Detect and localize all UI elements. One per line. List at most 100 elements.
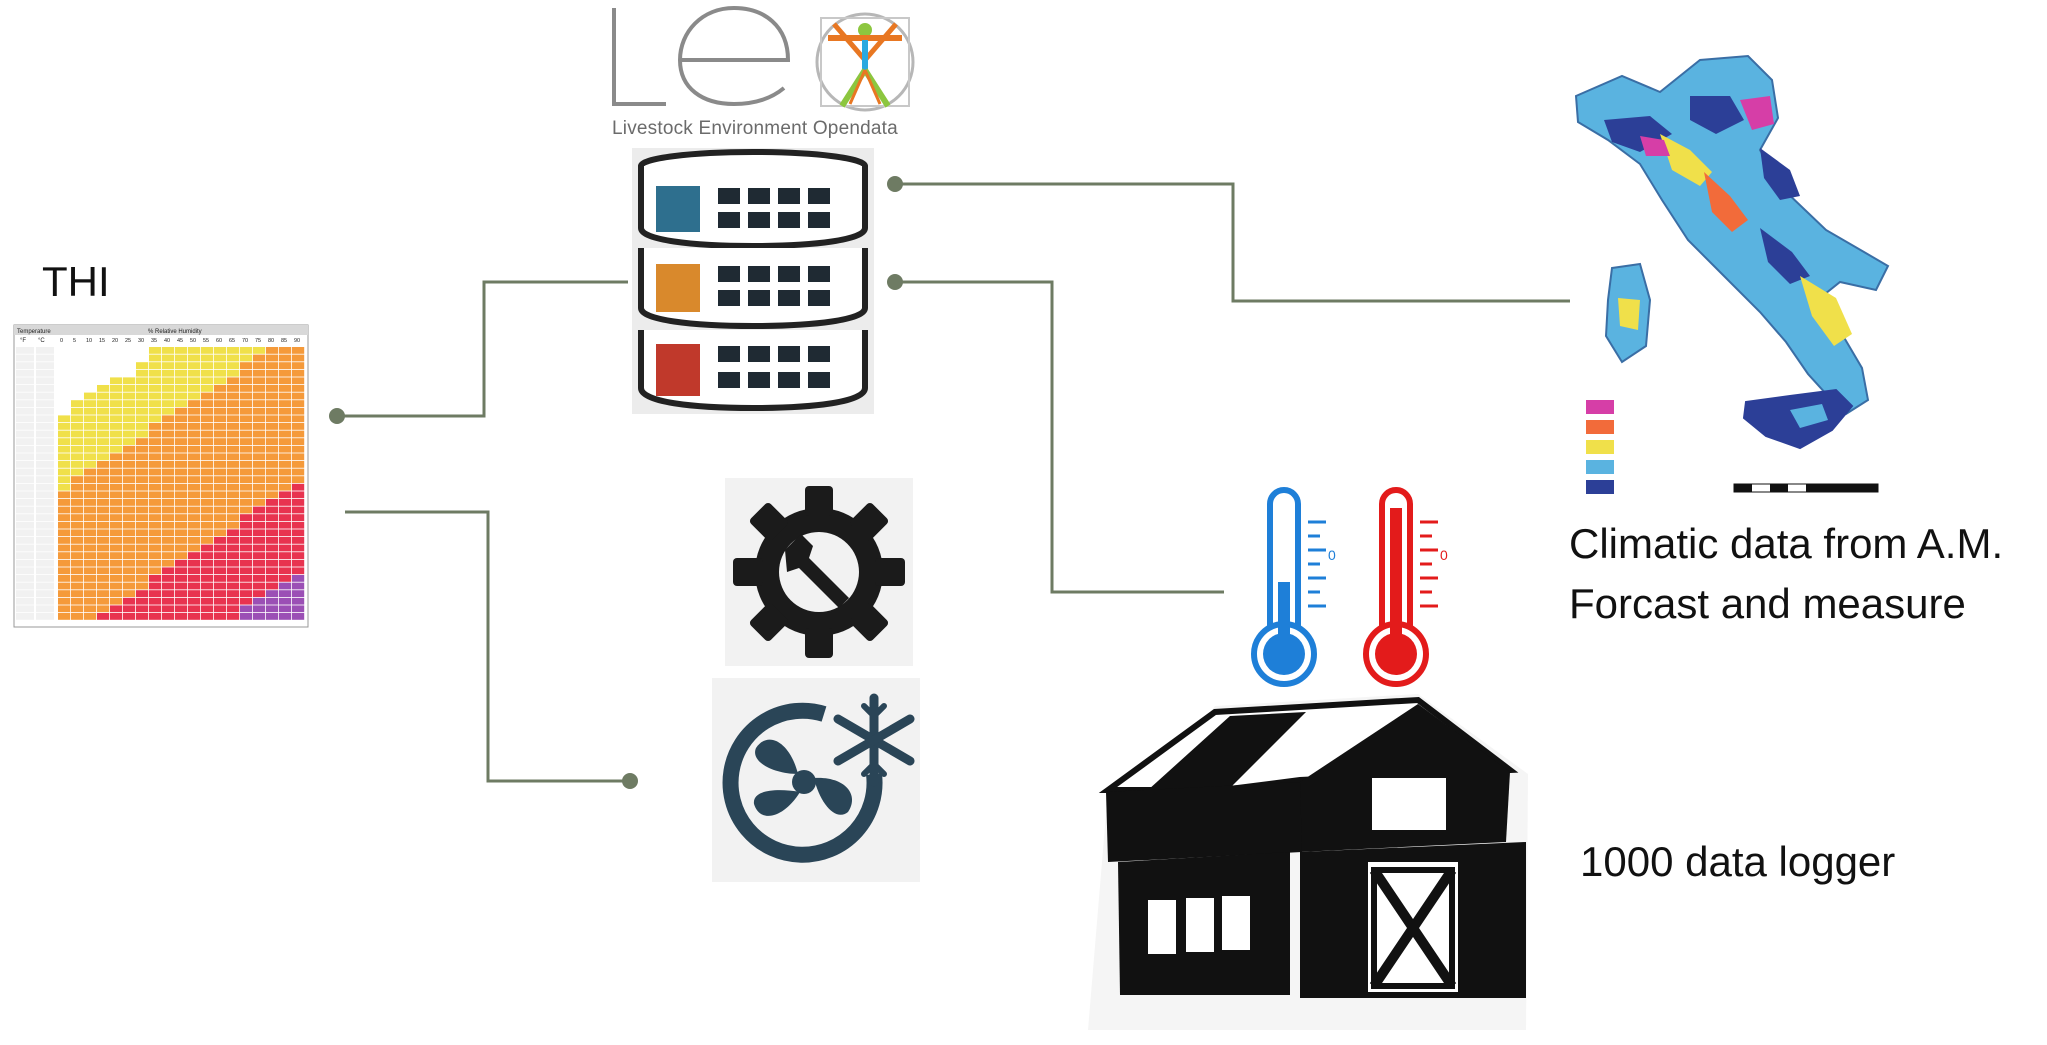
thi-cell [240,590,253,597]
thi-cell [266,597,279,605]
thi-cell [188,582,201,590]
thi-cell [266,567,279,575]
thi-cell [201,347,214,354]
thi-cell [266,377,279,385]
thi-cell [97,514,110,521]
thi-cell [279,369,292,377]
thi-temp-cell [16,483,34,491]
thi-cell [240,430,253,438]
thi-cell [162,392,175,400]
thi-cell [149,552,162,559]
thi-cell [71,392,84,400]
thi-cell [253,506,266,514]
thi-cell [84,362,97,369]
thi-cell [71,605,84,613]
thi-cell [240,468,253,476]
thi-temp-cell [36,575,54,582]
thi-cell [84,567,97,575]
thi-cell [188,559,201,567]
thi-cell [58,423,71,430]
thi-cell [175,529,188,537]
thi-cell [227,453,240,461]
thi-cell [110,567,123,575]
thi-cell [175,491,188,499]
thi-cell [240,559,253,567]
thi-cell [175,499,188,506]
data-logger-caption: 1000 data logger [1580,838,1896,885]
thi-cell [162,514,175,521]
thi-temp-cell [36,407,54,415]
thi-cell [227,430,240,438]
thi-cell [227,544,240,552]
thi-cell [227,613,240,620]
thi-temp-cell [16,354,34,362]
thi-cell [201,529,214,537]
thi-cell [84,369,97,377]
thi-cell [214,605,227,613]
thi-rh-column-label: 15 [99,338,105,344]
thi-cell [84,575,97,582]
thi-cell [110,400,123,407]
thi-cell [71,415,84,423]
thi-cell [240,476,253,483]
thi-rh-column-label: 0 [60,338,63,344]
thi-cell [123,415,136,423]
thi-cell [240,514,253,521]
thi-cell [188,521,201,529]
thi-cell [175,468,188,476]
thi-cell [71,430,84,438]
thi-cell [123,354,136,362]
thi-cell [136,400,149,407]
thi-cell [201,483,214,491]
thi-cell [175,476,188,483]
thi-rh-column-label: 30 [138,338,144,344]
thi-temp-cell [16,347,34,354]
thi-cell [84,438,97,445]
thi-cell [292,362,305,369]
thi-cell [71,521,84,529]
thi-cell [97,377,110,385]
thi-cell [123,521,136,529]
thi-cell [136,461,149,468]
thi-temp-cell [36,590,54,597]
thi-cell [97,491,110,499]
thi-cell [110,468,123,476]
connector-database-to-map [895,182,1570,303]
thi-cell [97,582,110,590]
thi-cell [201,499,214,506]
thi-cell [292,385,305,392]
thi-cell [149,582,162,590]
thi-temp-cell [36,529,54,537]
thi-cell [149,415,162,423]
thi-cell [227,483,240,491]
thi-cell [84,483,97,491]
thi-temp-cell [36,521,54,529]
thi-cell [175,362,188,369]
thi-cell [149,369,162,377]
thi-cell [201,582,214,590]
thi-cell [240,461,253,468]
thermometer-cold-zero: 0 [1328,547,1336,563]
thi-cell [292,483,305,491]
thi-cell [240,347,253,354]
thi-temp-cell [16,430,34,438]
thi-temp-cell [16,392,34,400]
thi-temp-cell [36,582,54,590]
thi-cell [84,445,97,453]
map-legend [1586,400,1614,494]
thi-cell [97,529,110,537]
thi-cell [266,362,279,369]
thi-cell [84,491,97,499]
thi-cell [253,529,266,537]
thi-cell [201,597,214,605]
thi-cell [214,468,227,476]
thi-cell [227,407,240,415]
thi-cell [227,377,240,385]
thi-cell [214,552,227,559]
thi-cell [58,514,71,521]
thi-cell [292,582,305,590]
thi-cell [292,354,305,362]
thi-cell [292,506,305,514]
thi-cell [253,597,266,605]
